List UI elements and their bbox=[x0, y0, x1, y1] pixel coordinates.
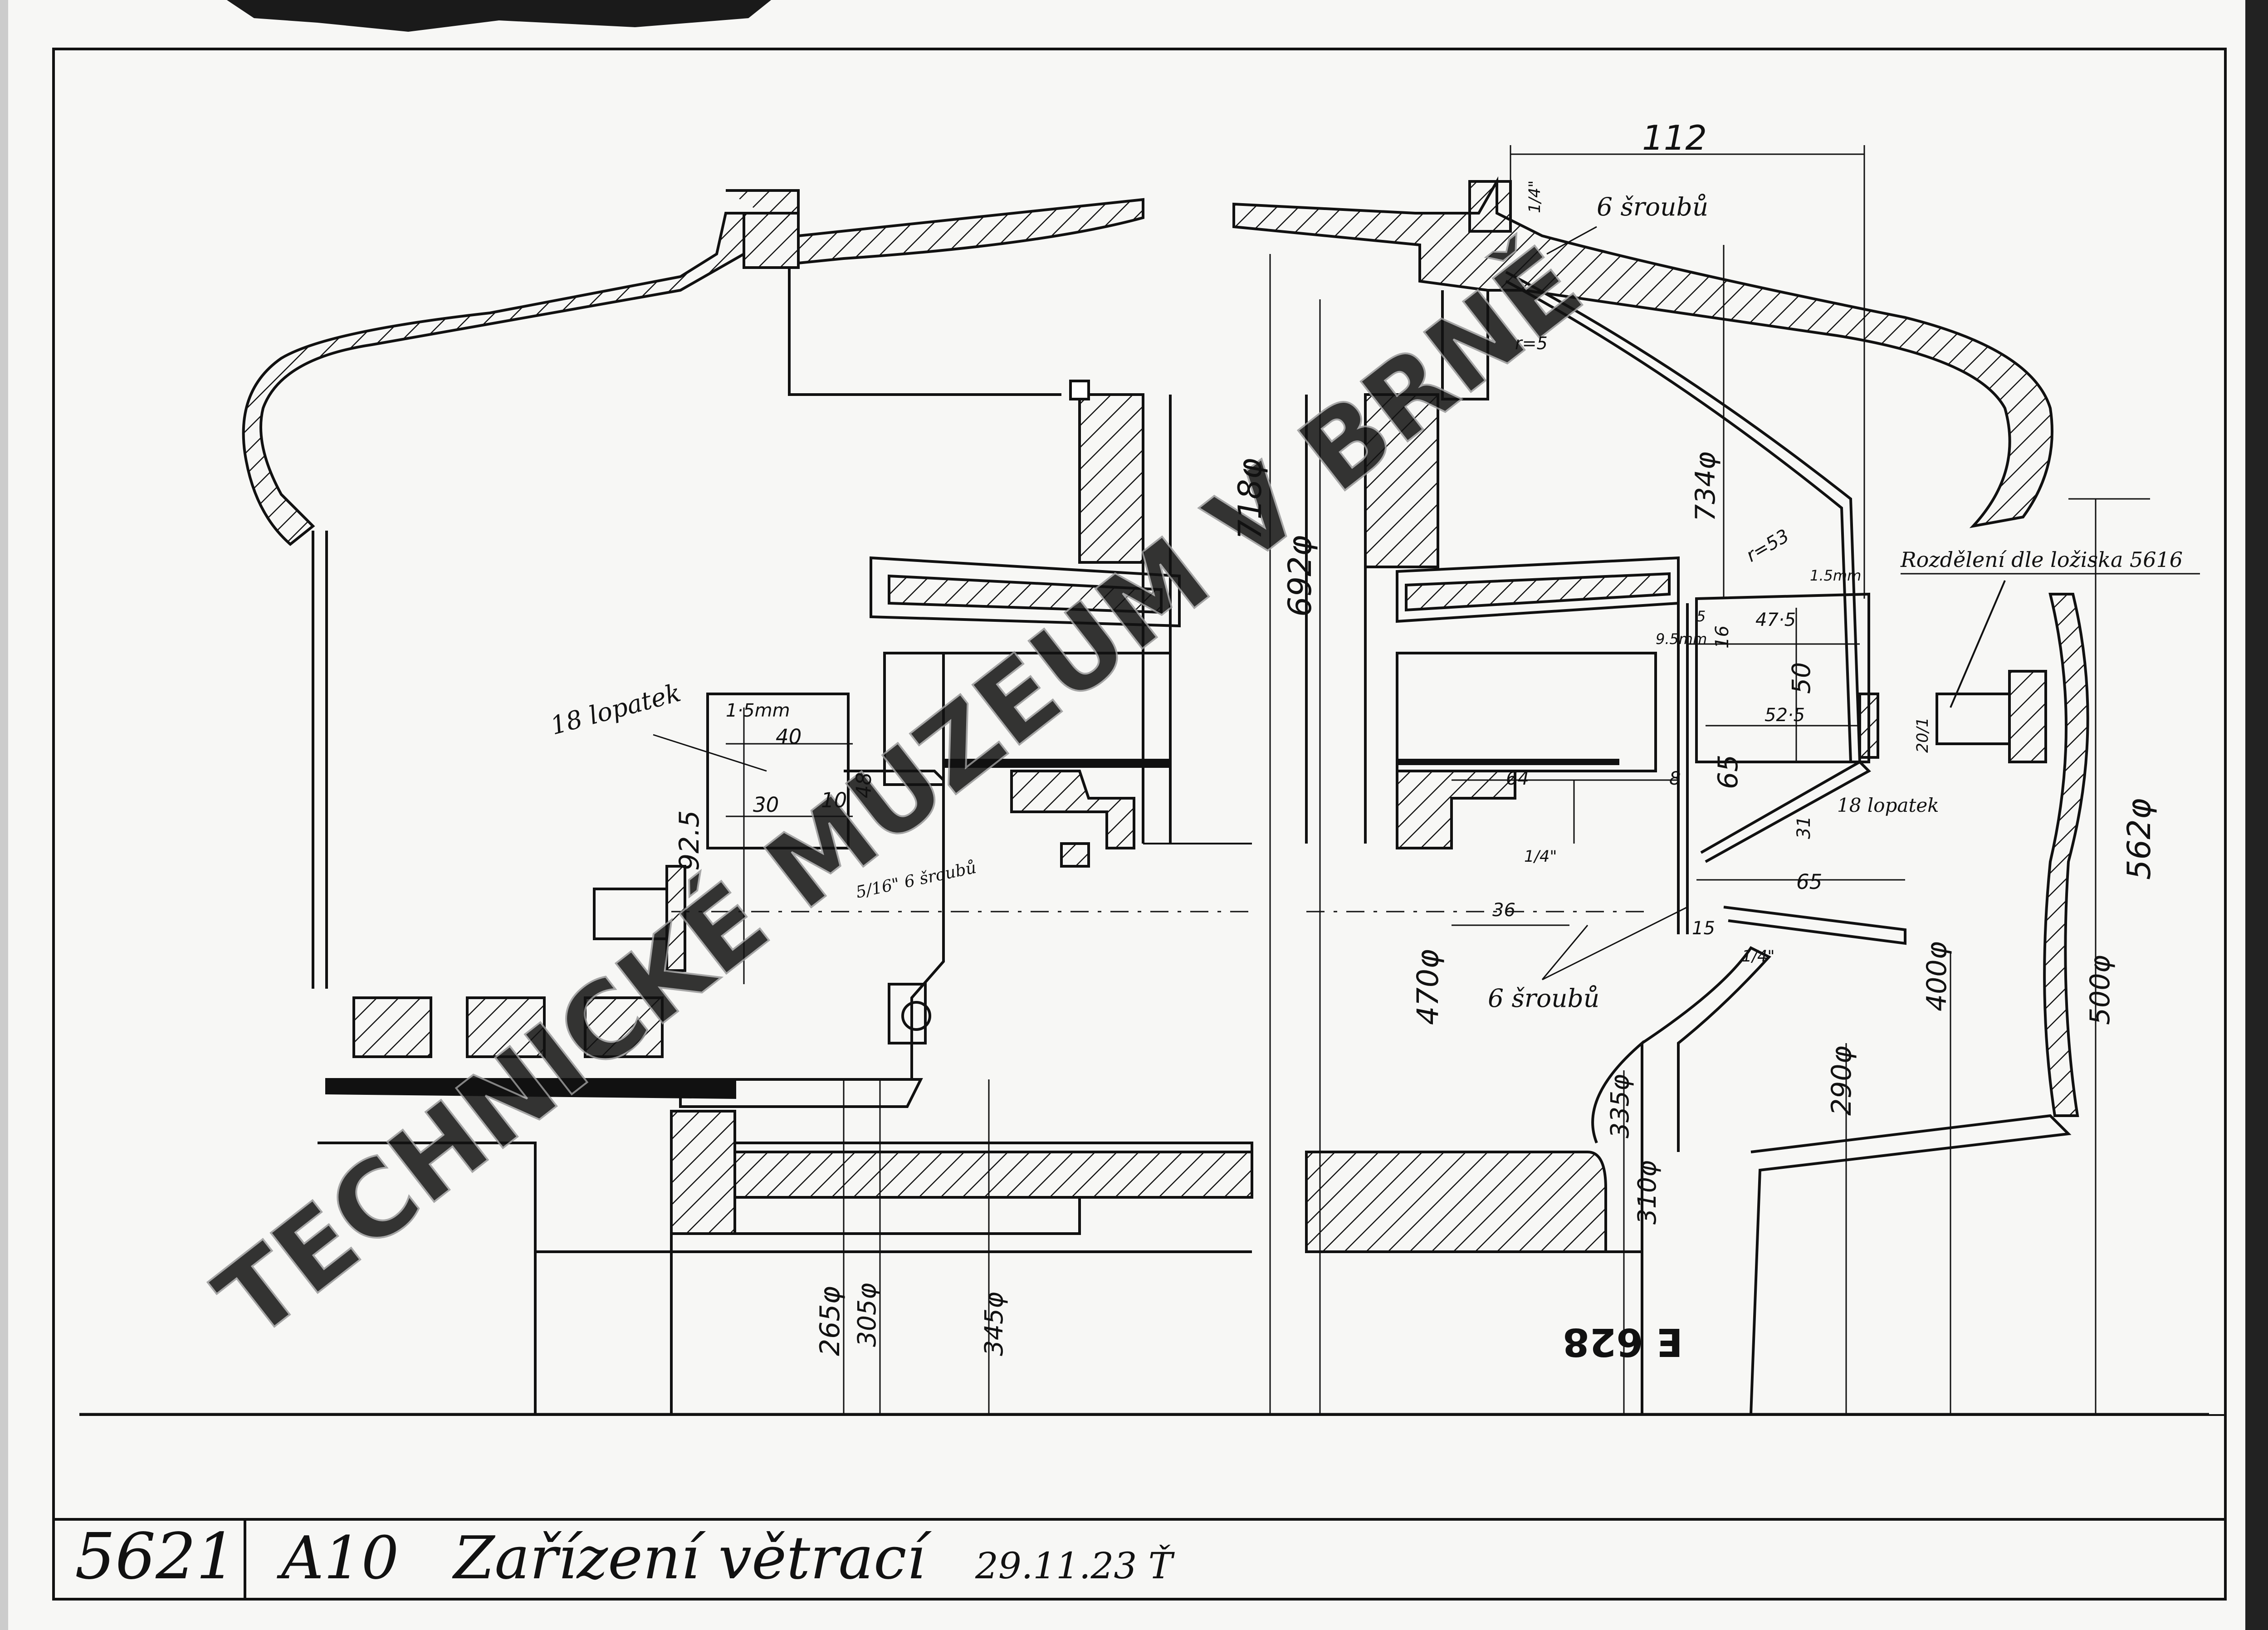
dim-5: 5 bbox=[1696, 608, 1706, 625]
dim-500: 500φ bbox=[2084, 955, 2116, 1025]
quarter-inch-c: 1/4" bbox=[1742, 947, 1774, 966]
note-screws-bottom: 6 šroubů bbox=[1488, 984, 1599, 1013]
dim-290: 290φ bbox=[1826, 1046, 1857, 1116]
dim-718: 718φ bbox=[1232, 458, 1269, 540]
dim-10: 10 bbox=[821, 788, 847, 812]
dim-64: 64 bbox=[1506, 768, 1529, 789]
dim-47-5: 47·5 bbox=[1755, 610, 1796, 630]
dim-305: 305φ bbox=[852, 1283, 881, 1347]
dim-692: 692φ bbox=[1281, 535, 1319, 617]
dim-345: 345φ bbox=[979, 1292, 1008, 1356]
dim-16: 16 bbox=[1712, 625, 1733, 649]
note-bearing: Rozdělení dle ložiska 5616 bbox=[1900, 547, 2183, 572]
drawing-code: A10 bbox=[277, 1523, 399, 1592]
dim-36: 36 bbox=[1492, 900, 1515, 921]
stamp-number: E 628 bbox=[1563, 1319, 1683, 1364]
left-edge-shade bbox=[0, 0, 8, 1630]
dim-65b: 65 bbox=[1796, 870, 1822, 894]
dim-1-5mm-right: 1.5mm bbox=[1810, 567, 1861, 584]
drawing-date: 29.11.23 Ť bbox=[975, 1544, 1175, 1587]
title-block: 5621 A10 Zařízení větrací 29.11.23 Ť bbox=[54, 1518, 2225, 1599]
dim-335: 335φ bbox=[1605, 1074, 1634, 1138]
dim-265: 265φ bbox=[814, 1286, 846, 1356]
dim-15: 15 bbox=[1692, 918, 1715, 939]
dim-8: 8 bbox=[1669, 768, 1681, 789]
dim-92-5: 92.5 bbox=[674, 810, 705, 871]
drawing-title: Zařízení větrací bbox=[452, 1523, 932, 1592]
dimension-lines bbox=[726, 145, 2150, 1414]
dim-30: 30 bbox=[753, 793, 779, 817]
dim-48: 48 bbox=[852, 772, 876, 798]
note-screws-top: 6 šroubů bbox=[1597, 192, 1708, 221]
dim-50: 50 bbox=[1787, 662, 1816, 694]
dim-310: 310φ bbox=[1633, 1161, 1662, 1225]
torn-top-edge bbox=[227, 0, 771, 32]
dim-20-1: 20/1 bbox=[1914, 717, 1932, 753]
dim-52-5: 52·5 bbox=[1765, 705, 1805, 726]
dim-1-5mm-left: 1·5mm bbox=[726, 700, 790, 721]
radius-5: r=5 bbox=[1515, 333, 1548, 353]
dim-562: 562φ bbox=[2121, 798, 2158, 880]
dim-734: 734φ bbox=[1690, 452, 1721, 522]
dim-400: 400φ bbox=[1921, 942, 1953, 1011]
dim-470: 470φ bbox=[1411, 949, 1445, 1025]
dim-9-5mm: 9.5mm bbox=[1656, 630, 1707, 648]
dimension-labels: 112 718φ 692φ 734φ 562φ 500φ 470φ 400φ 3… bbox=[674, 118, 2158, 1356]
dim-112: 112 bbox=[1642, 118, 1707, 158]
dim-31: 31 bbox=[1794, 816, 1814, 839]
note-blades-right: 18 lopatek bbox=[1837, 794, 1939, 816]
quarter-inch-a: 1/4" bbox=[1526, 181, 1544, 213]
left-cowl bbox=[242, 212, 745, 546]
right-dark-edge bbox=[2245, 0, 2268, 1630]
dim-65a: 65 bbox=[1712, 755, 1744, 789]
quarter-inch-b: 1/4" bbox=[1524, 848, 1557, 866]
drawing-number: 5621 bbox=[75, 1520, 236, 1594]
frame-outer bbox=[52, 48, 2227, 1601]
dim-40: 40 bbox=[776, 725, 802, 749]
right-cowl-top bbox=[1232, 176, 2053, 528]
left-section bbox=[242, 189, 1253, 1414]
